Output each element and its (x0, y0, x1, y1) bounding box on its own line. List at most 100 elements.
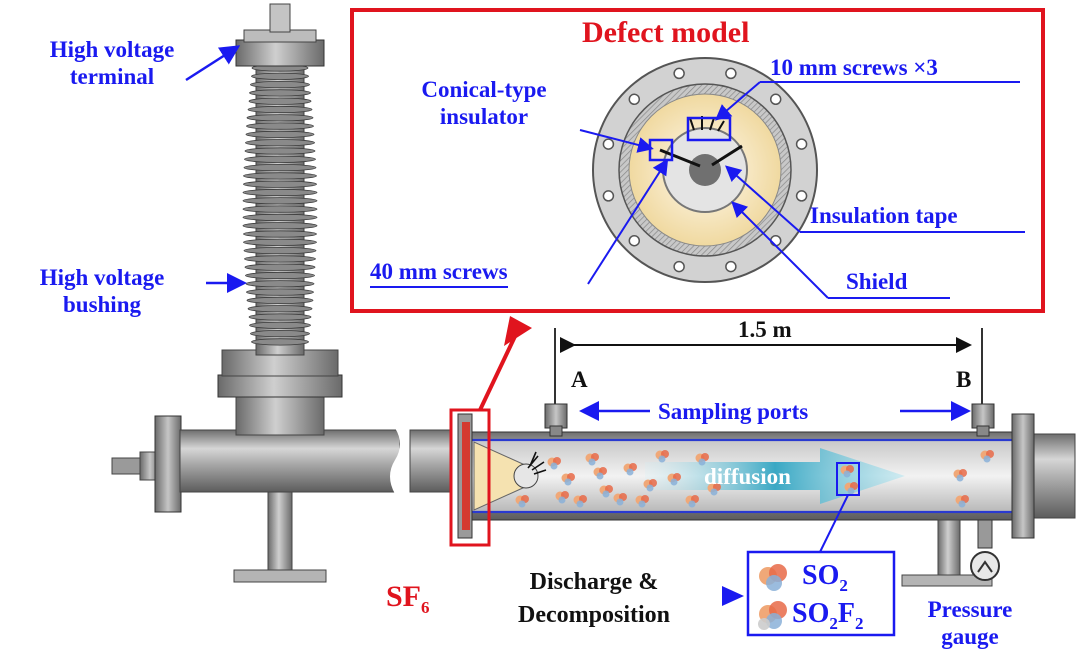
sf6-label: SF6 (386, 580, 430, 618)
hv-bushing-label-line1: High voltage (39, 265, 165, 290)
flange-bolt-hole (673, 67, 685, 80)
defect-model-panel (350, 8, 1045, 313)
gas-molecule (515, 495, 529, 508)
screws-40mm-label: 40 mm screws (370, 258, 508, 288)
high-voltage-bushing (235, 3, 325, 356)
bushing-shed (245, 280, 315, 288)
so2-label: SO2 (802, 560, 848, 595)
gas-molecule (643, 479, 657, 492)
sampling-port-a (544, 328, 568, 437)
bushing-shed (251, 72, 309, 80)
defect-model-cross-section (592, 57, 818, 283)
bushing-shed (250, 329, 310, 338)
gas-molecule (695, 453, 709, 466)
bushing-shed (242, 213, 318, 221)
so2-label-b: 2 (839, 576, 848, 595)
flange-bolt-hole (795, 138, 808, 150)
pressure-gauge-icon (970, 519, 1000, 581)
so2f2-label-a: SO (792, 598, 830, 629)
so2f2-label-c: F (837, 598, 855, 629)
bushing-shed (243, 172, 317, 180)
flange-bolt-hole (602, 138, 615, 150)
bushing-shed (245, 271, 315, 280)
gas-molecule (667, 473, 681, 486)
bushing-shed (248, 97, 312, 105)
so2-molecule-icon (759, 564, 787, 591)
bushing-shed (249, 321, 311, 329)
bushing-shed (242, 188, 318, 197)
discharge-label: Discharge & Decomposition (474, 566, 714, 632)
so2f2-molecule-icon (758, 601, 787, 630)
bushing-shed (243, 230, 317, 238)
so2f2-label-d: 2 (854, 614, 864, 633)
screws-10mm-label: 10 mm screws ×3 (770, 55, 938, 80)
bushing-shed (243, 180, 317, 188)
gas-molecule (613, 493, 627, 506)
port-b-label: B (956, 367, 972, 392)
insulation-tape-label: Insulation tape (810, 203, 958, 228)
bushing-shed (246, 122, 314, 130)
conical-insulator-label: Conical-type insulator (384, 76, 584, 130)
conical-insulator-label-line1: Conical-type (421, 77, 547, 102)
hv-terminal-label-line2: terminal (69, 64, 155, 89)
so2-label-a: SO (802, 560, 840, 591)
gas-molecule (655, 450, 669, 463)
pressure-gauge-label-line1: Pressure (927, 597, 1013, 622)
gas-molecule (953, 469, 967, 482)
discharge-label-line2: Decomposition (518, 602, 670, 628)
gas-molecule (840, 465, 854, 478)
zoom-arrow (478, 329, 520, 411)
bushing-shed (246, 114, 314, 122)
pressure-gauge-label: Pressure gauge (908, 596, 1032, 650)
flange-bolt-hole (769, 93, 782, 106)
bushing-shed (247, 105, 313, 114)
flange-bolt-hole (628, 93, 641, 106)
hv-terminal-label: High voltage terminal (22, 36, 202, 90)
discharge-label-line1: Discharge & (529, 569, 659, 595)
sf6-label-main: SF (386, 580, 422, 613)
hv-terminal-label-line1: High voltage (49, 37, 175, 62)
flange-bolt-hole (725, 67, 737, 80)
shield-label: Shield (846, 269, 908, 294)
bushing-shed (249, 89, 311, 97)
bushing-shed (247, 305, 313, 313)
distance-label: 1.5 m (738, 317, 792, 342)
bushing-shed (251, 338, 309, 346)
gas-molecule (555, 491, 569, 504)
bushing-shed (244, 155, 316, 163)
gas-molecule (844, 482, 858, 495)
gas-molecule (561, 473, 575, 486)
port-a-label: A (571, 367, 588, 392)
gas-molecule (980, 450, 994, 463)
bushing-shed (243, 164, 317, 172)
gas-molecule (599, 485, 613, 498)
bushing-shed (248, 313, 312, 321)
sampling-ports-label: Sampling ports (658, 399, 809, 424)
bushing-shed (242, 222, 318, 230)
flange-bolt-hole (725, 260, 737, 273)
bushing-shed (243, 238, 317, 246)
flange-bolt-hole (769, 234, 782, 247)
gas-molecule (585, 453, 599, 466)
bushing-shed (245, 130, 315, 138)
gas-molecule (635, 495, 649, 508)
gas-molecule (955, 495, 969, 508)
test-chamber (449, 328, 1076, 587)
bushing-shed (243, 247, 317, 255)
bushing-shed (242, 197, 318, 205)
conical-insulator-label-line2: insulator (439, 104, 529, 129)
bushing-shed (245, 139, 315, 147)
gas-molecule (623, 463, 637, 476)
flange-bolt-hole (602, 190, 615, 202)
bushing-shed (244, 263, 316, 271)
sf6-label-subscript: 6 (421, 598, 430, 617)
sampling-port-b (971, 328, 995, 437)
pressure-gauge-label-line2: gauge (941, 624, 999, 649)
gas-molecule (573, 495, 587, 508)
gis-left-section (111, 349, 451, 583)
so2f2-label: SO2F2 (792, 598, 863, 633)
bushing-shed (242, 205, 318, 213)
gas-molecules (515, 450, 994, 508)
gas-molecule (593, 467, 607, 480)
